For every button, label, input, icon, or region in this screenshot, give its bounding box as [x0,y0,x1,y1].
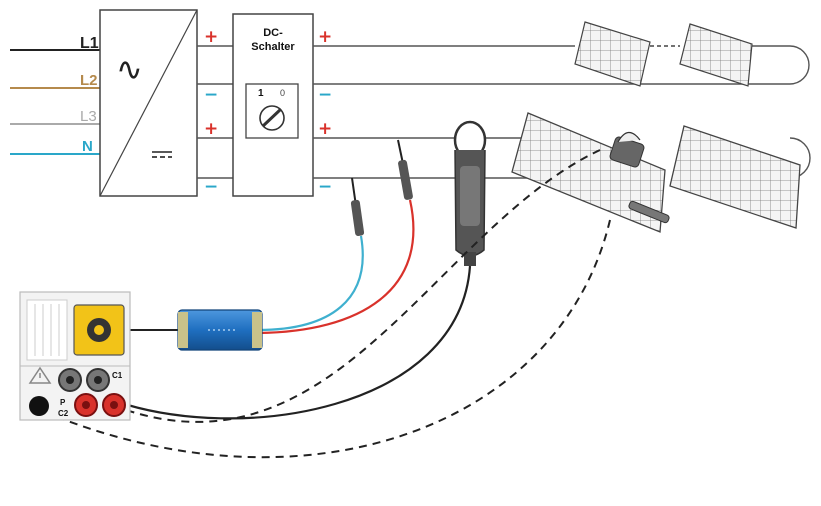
switch-position-on: 1 [258,88,264,99]
dc-lines-inverter-switch [197,45,233,179]
sensor-cable [99,149,601,423]
minus-sign: − [318,85,332,105]
plus-sign: + [204,27,218,47]
solar-panel-icon [511,112,666,233]
pv-adapter [125,309,263,351]
sine-wave-icon: ∿ [116,50,143,88]
label-l1: L1 [80,35,99,52]
inverter: ∿ [99,9,198,197]
solar-panel-icon [679,23,753,87]
ac-lines [10,49,100,155]
minus-sign: − [204,85,218,105]
label-n: N [82,138,93,155]
label-l2: L2 [80,72,98,89]
plus-sign: + [204,119,218,139]
label-l3: L3 [80,108,97,125]
temperature-sensor-icon [628,200,670,224]
clamp-cable [111,265,472,420]
plus-sign: + [318,27,332,47]
label-c2: C2 [58,409,69,418]
minus-sign: − [318,177,332,197]
blue-probe-cable [257,235,364,332]
dc-lines-switch-panels [313,45,811,179]
test-probe-icon [397,139,413,200]
sensor-cable [39,219,611,459]
minus-sign: − [204,177,218,197]
solar-panel-icon [669,125,801,229]
dc-switch-title: Schalter [251,41,295,53]
dc-symbol-icon [152,151,172,158]
irradiance-sensor-icon [609,131,645,168]
label-c1: C1 [112,371,123,380]
solar-panel-icon [574,21,651,87]
test-probe-icon [350,177,365,236]
label-p: P [60,398,66,407]
current-clamp-icon [453,120,487,266]
switch-position-off: 0 [280,88,285,98]
warning-icon [28,366,52,384]
measuring-instrument: C1 P C2 [19,291,131,421]
plus-sign: + [318,119,332,139]
dc-switch-title: DC- [263,27,283,39]
dc-switch: DC- Schalter 1 0 [232,13,314,197]
black-terminal[interactable] [29,396,49,416]
red-probe-cable [257,199,415,335]
